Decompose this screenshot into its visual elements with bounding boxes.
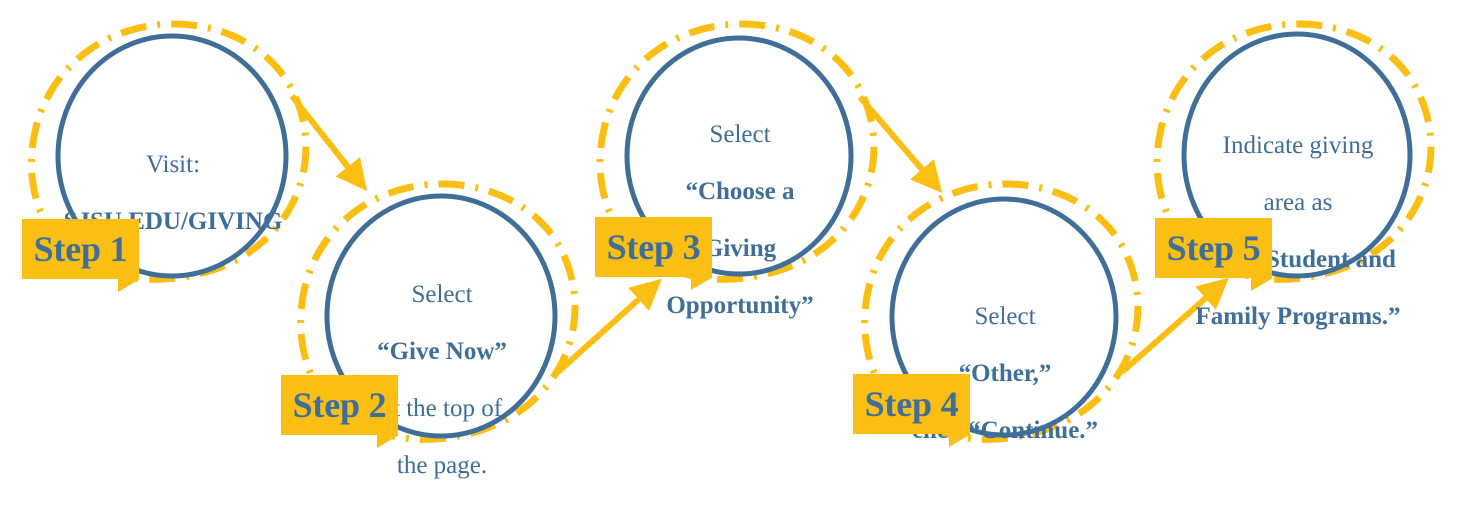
step-badge-4[interactable]: Step 4 [853,374,971,447]
arrow-4-to-5 [1120,277,1229,375]
step-badge-label: Step 5 [1166,228,1261,268]
step-badge-label: Step 1 [33,229,128,269]
circle-step-5 [1181,31,1413,279]
badge-tail-icon [118,279,140,292]
circle-step-1 [55,33,289,279]
ribbon-segment-step3 [596,20,878,283]
step-badge-2[interactable]: Step 2 [281,375,399,448]
circle-step-3 [624,35,854,277]
step-badge-label: Step 3 [606,227,701,267]
gold-dashdot-ribbon [27,20,1435,443]
step-badge-label: Step 4 [864,384,959,424]
arrow-1-to-2 [289,94,368,192]
ribbon-segment-step2 [297,180,579,443]
circle-step-2 [324,193,558,439]
flow-diagram-svg [27,20,1435,443]
step-badge-5[interactable]: Step 5 [1155,218,1273,291]
badge-tail-icon [949,434,971,447]
blue-circle-outlines [55,31,1413,439]
step-badge-1[interactable]: Step 1 [22,219,140,292]
infographic-canvas: Visit: SJSU.EDU/GIVING Select “Give Now”… [22,20,1435,479]
ribbon-segment-step5 [1153,20,1435,283]
ribbon-segment-step4 [861,180,1142,443]
badge-tail-icon [1251,278,1273,291]
arrow-2-to-3 [555,278,662,375]
arrow-3-to-4 [857,95,943,194]
circle-step-4 [889,196,1119,438]
step-badge-3[interactable]: Step 3 [595,217,713,290]
badge-tail-icon [691,277,713,290]
connector-arrows [289,94,1229,375]
ribbon-segment-step1 [27,20,310,283]
step-badge-label: Step 2 [292,385,387,425]
badge-tail-icon [377,435,399,448]
